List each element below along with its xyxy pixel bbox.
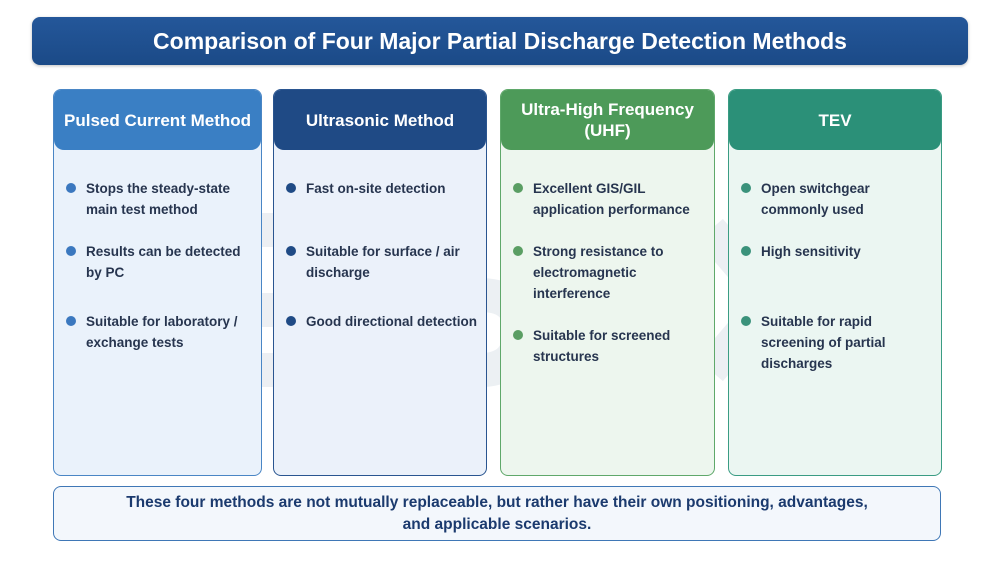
- bullet-dot-icon: [513, 183, 523, 193]
- bullet-dot-icon: [513, 246, 523, 256]
- list-item: Suitable for rapid screening of partial …: [741, 311, 933, 374]
- method-card-header: TEV: [729, 90, 941, 150]
- method-card-header: Ultra-High Frequency (UHF): [501, 90, 714, 150]
- feature-text: Results can be detected by PC: [86, 244, 241, 280]
- method-card-uhf: Ultra-High Frequency (UHF) Excellent GIS/…: [500, 89, 715, 476]
- list-item: Fast on-site detection: [286, 178, 478, 199]
- list-item: Suitable for laboratory / exchange tests: [66, 311, 253, 353]
- summary-note: These four methods are not mutually repl…: [53, 486, 941, 541]
- list-item: Strong resistance to electromagnetic int…: [513, 241, 706, 304]
- method-card-header: Ultrasonic Method: [274, 90, 486, 150]
- feature-text: Suitable for screened structures: [533, 328, 671, 364]
- feature-text: Suitable for surface / air discharge: [306, 244, 460, 280]
- bullet-dot-icon: [66, 183, 76, 193]
- feature-text: Fast on-site detection: [306, 181, 446, 196]
- list-item: Good directional detection: [286, 311, 478, 332]
- feature-text: Suitable for laboratory / exchange tests: [86, 314, 238, 350]
- feature-text: Good directional detection: [306, 314, 478, 329]
- bullet-dot-icon: [741, 246, 751, 256]
- list-item: Excellent GIS/GIL application performanc…: [513, 178, 706, 220]
- feature-text: Strong resistance to electromagnetic int…: [533, 244, 664, 301]
- method-card-header: Pulsed Current Method: [54, 90, 261, 150]
- bullet-dot-icon: [286, 246, 296, 256]
- bullet-dot-icon: [741, 316, 751, 326]
- list-item: Suitable for screened structures: [513, 325, 706, 367]
- list-item: Stops the steady-state main test method: [66, 178, 253, 220]
- feature-text: Suitable for rapid screening of partial …: [761, 314, 886, 371]
- list-item: High sensitivity: [741, 241, 933, 262]
- bullet-dot-icon: [66, 246, 76, 256]
- page-title: Comparison of Four Major Partial Dischar…: [32, 17, 968, 65]
- bullet-dot-icon: [513, 330, 523, 340]
- feature-text: High sensitivity: [761, 244, 861, 259]
- feature-text: Open switchgear commonly used: [761, 181, 870, 217]
- list-item: Open switchgear commonly used: [741, 178, 933, 220]
- bullet-dot-icon: [286, 316, 296, 326]
- list-item: Suitable for surface / air discharge: [286, 241, 478, 283]
- bullet-dot-icon: [66, 316, 76, 326]
- list-item: Results can be detected by PC: [66, 241, 253, 283]
- feature-text: Stops the steady-state main test method: [86, 181, 231, 217]
- bullet-dot-icon: [741, 183, 751, 193]
- feature-text: Excellent GIS/GIL application performanc…: [533, 181, 690, 217]
- bullet-dot-icon: [286, 183, 296, 193]
